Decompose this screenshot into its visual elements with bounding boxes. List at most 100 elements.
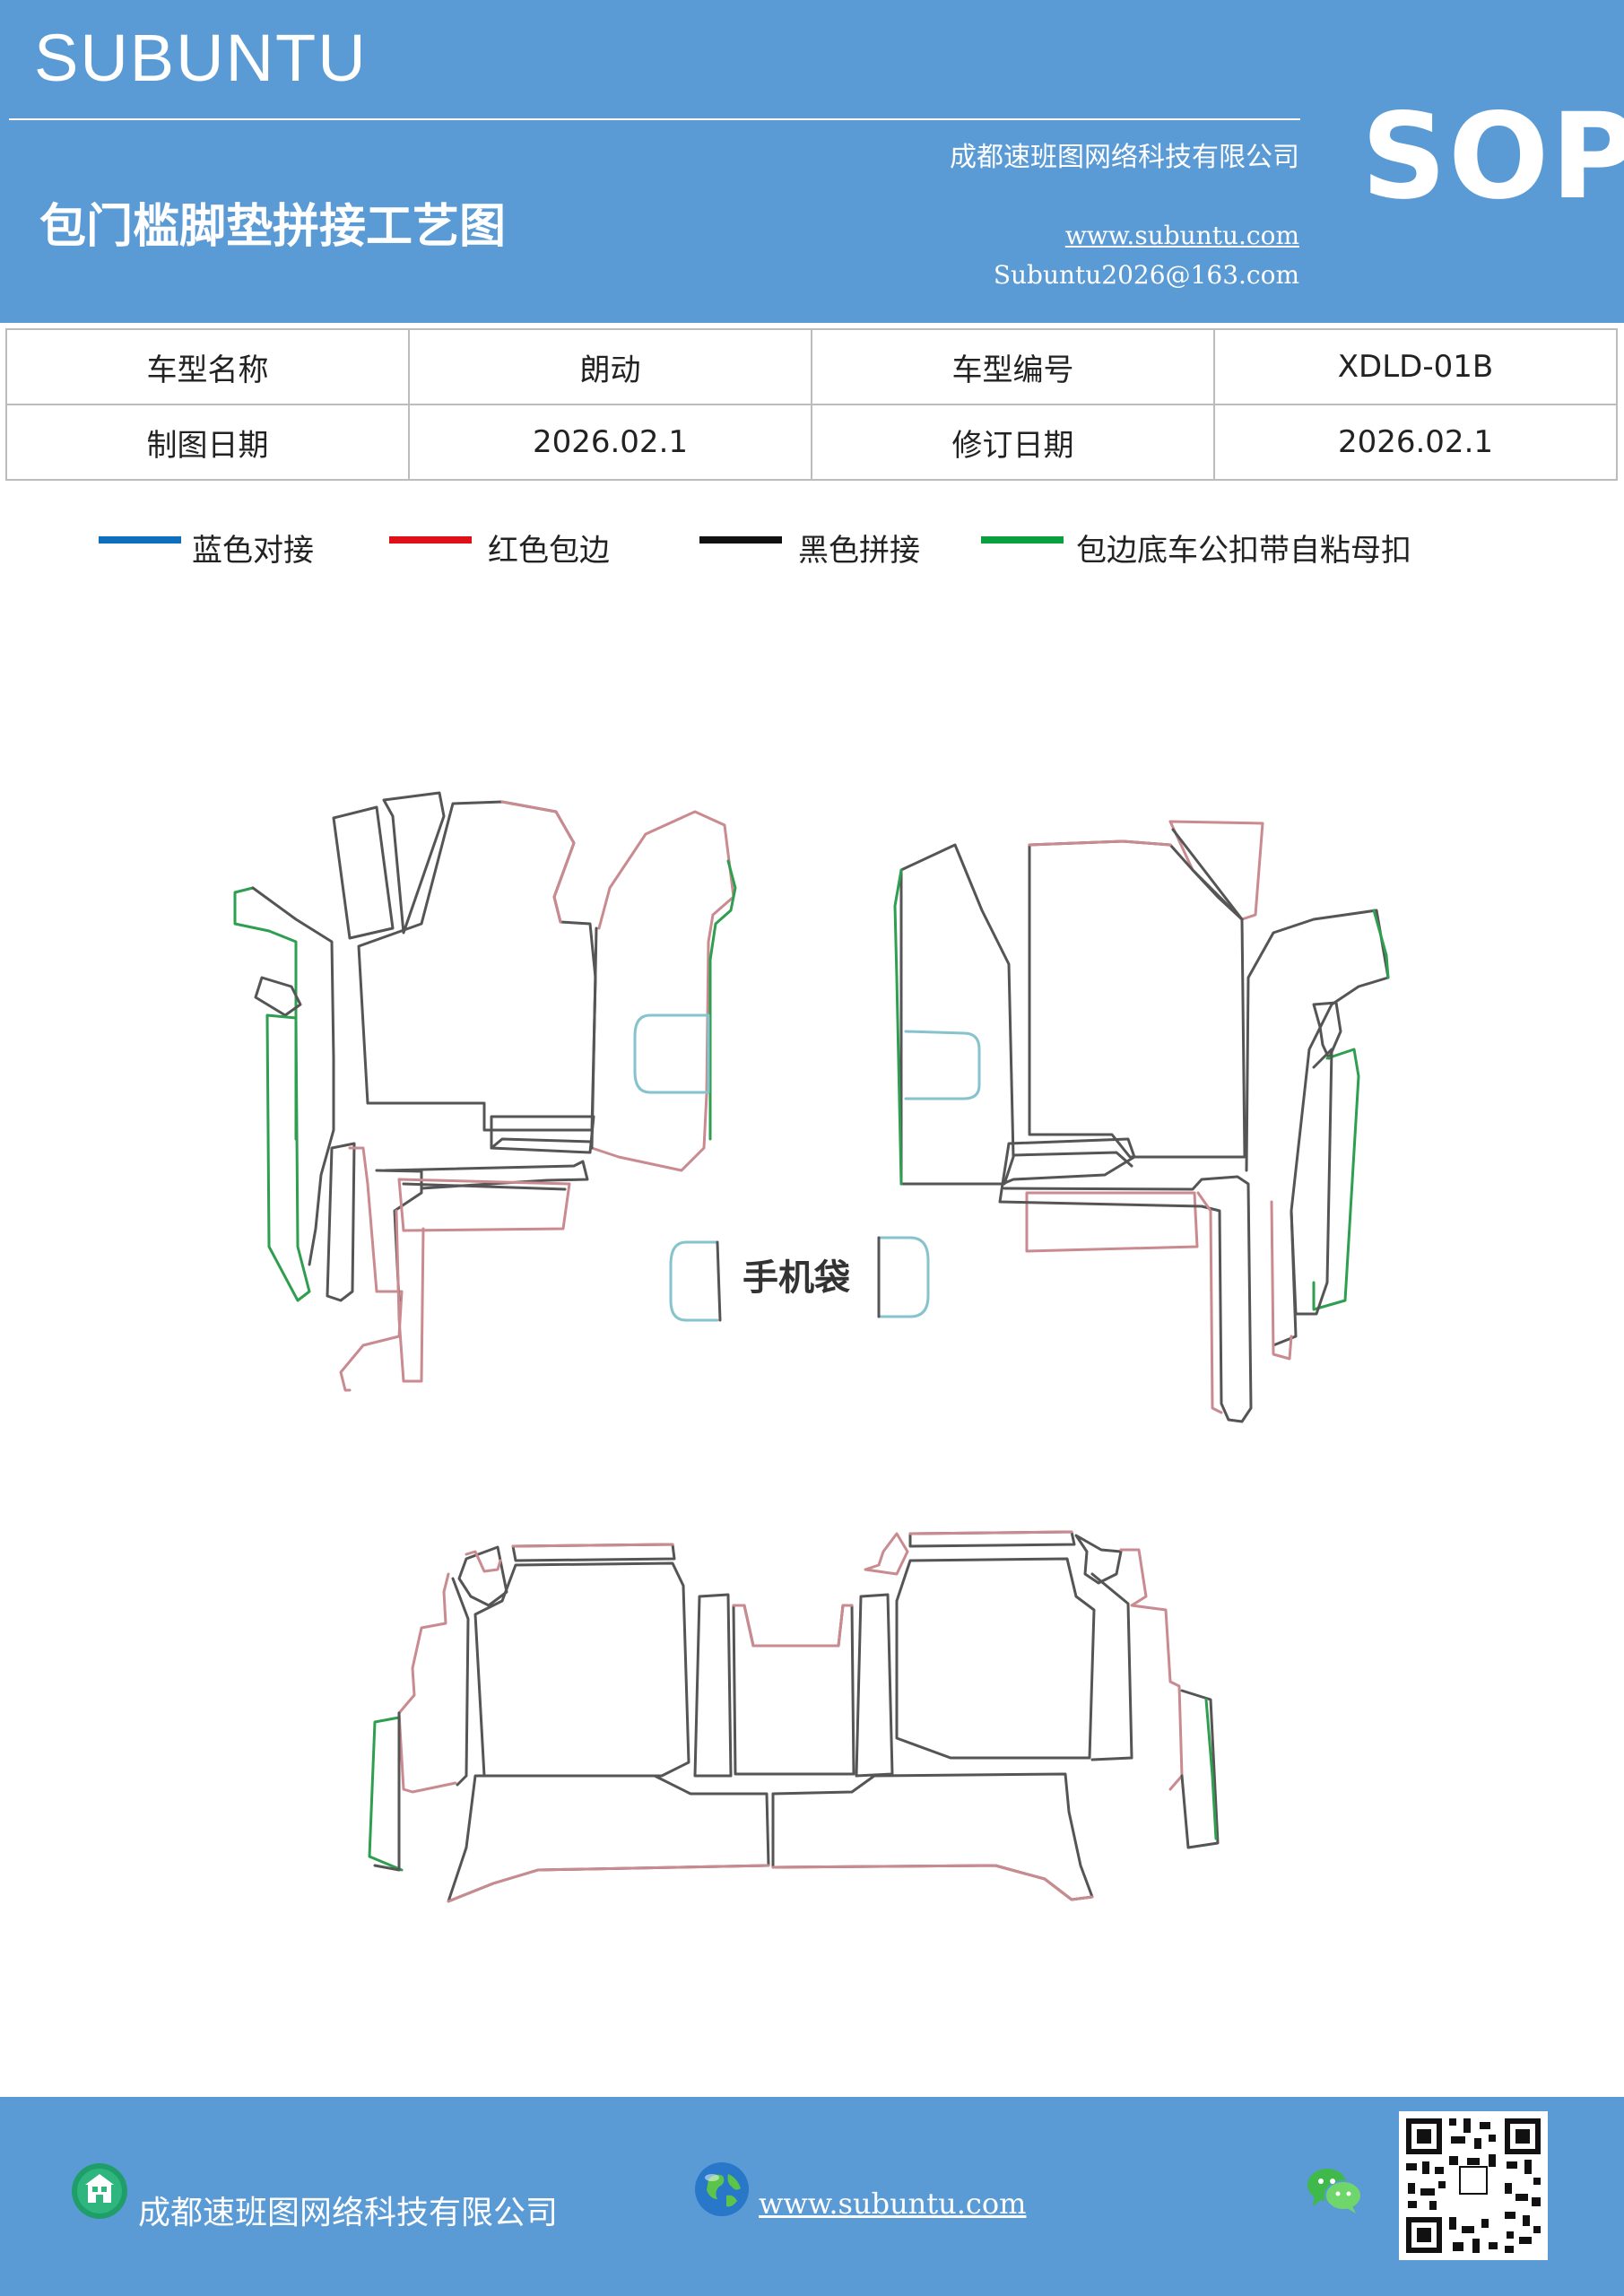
legend-swatch: [99, 536, 181, 544]
mat-piece: [895, 1557, 1096, 1760]
trim-edge: [1168, 820, 1264, 921]
trim-edge: [397, 1572, 457, 1794]
website-link[interactable]: www.subuntu.com: [1064, 221, 1299, 250]
mat-piece: [451, 1577, 470, 1787]
sop-badge: SOP: [1361, 88, 1624, 226]
mat-piece: [490, 1115, 595, 1154]
footer-company-name: 成都速班图网络科技有限公司: [138, 2195, 559, 2231]
trim-edge: [732, 1604, 854, 1648]
phone-pocket: [904, 1030, 981, 1100]
legend: 蓝色对接 红色包边 黑色拼接 包边底车公扣带自粘母扣: [0, 526, 1624, 570]
table-cell: 2026.02.1: [1213, 404, 1618, 481]
mat-piece: [357, 800, 597, 1132]
hook-edge: [1312, 1048, 1360, 1311]
trim-edge: [771, 1864, 1094, 1901]
mat-piece: [1001, 1137, 1136, 1186]
legend-swatch: [389, 536, 472, 544]
hook-edge: [265, 1013, 311, 1302]
header-banner: SUBUNTU 包门槛脚垫拼接工艺图 成都速班图网络科技有限公司 www.sub…: [0, 0, 1624, 323]
mat-piece: [590, 926, 598, 1150]
legend-swatch: [981, 536, 1064, 544]
trim-edge: [908, 1530, 1073, 1535]
mat-piece: [771, 1772, 1094, 1901]
hook-edge: [368, 1716, 404, 1872]
mat-piece: [693, 1593, 733, 1778]
trim-edge: [1196, 1191, 1223, 1414]
trim-edge: [1119, 1548, 1184, 1791]
hook-edge: [233, 886, 298, 1141]
trim-edge: [1028, 839, 1172, 847]
mat-piece: [326, 1142, 356, 1302]
mat-piece: [1028, 839, 1246, 1159]
phone-pocket-group: [669, 1236, 930, 1322]
brand-logo: SUBUNTU: [34, 21, 368, 95]
hook-edge: [893, 868, 903, 1186]
mat-piece: [998, 1175, 1253, 1423]
qr-code: [1399, 2111, 1548, 2260]
mat-piece: [716, 1240, 722, 1322]
hook-edge: [1372, 909, 1390, 979]
legend-label: 蓝色对接: [192, 533, 314, 569]
trim-edge: [864, 1532, 909, 1576]
legend-label: 红色包边: [488, 533, 610, 569]
phone-pocket: [633, 1013, 710, 1094]
mat-piece: [1090, 1572, 1133, 1761]
table-cell: 2026.02.1: [408, 404, 812, 481]
mat-piece: [1074, 1534, 1123, 1585]
table-cell: XDLD-01B: [1213, 328, 1618, 405]
mat-piece: [254, 976, 302, 1017]
legend-label: 黑色拼接: [798, 533, 920, 569]
mat-piece: [373, 1711, 401, 1872]
mat-piece: [382, 791, 446, 935]
mat-piece: [473, 1561, 690, 1778]
trim-edge: [395, 1209, 425, 1383]
mat-piece: [251, 886, 335, 1266]
hook-edge: [1204, 1698, 1218, 1840]
mat-piece: [490, 1137, 594, 1150]
document-title: 包门槛脚垫拼接工艺图: [39, 200, 507, 254]
mat-piece: [732, 1604, 855, 1776]
phone-pocket-label: 手机袋: [743, 1257, 850, 1299]
table-cell: 朗动: [408, 328, 812, 405]
legend-label: 包边底车公扣带自粘母扣: [1076, 533, 1411, 569]
trim-edge: [1025, 1191, 1199, 1253]
mat-piece: [899, 843, 1015, 1186]
mat-piece: [457, 1545, 508, 1607]
mat-piece: [855, 1593, 894, 1778]
footer-website-link[interactable]: www.subuntu.com: [759, 2187, 1027, 2221]
trim-edge: [511, 1543, 674, 1548]
building-icon: [72, 2163, 127, 2219]
trim-edge: [339, 1146, 404, 1392]
floor-mat-diagram: 手机袋: [233, 791, 1390, 1903]
header-divider: [9, 118, 1300, 120]
mat-piece: [1180, 1689, 1220, 1849]
trim-edge: [1270, 1200, 1293, 1361]
globe-icon: [695, 2162, 749, 2216]
table-row: 制图日期 2026.02.1 修订日期 2026.02.1: [5, 404, 1618, 481]
info-table: 车型名称 朗动 车型编号 XDLD-01B 制图日期 2026.02.1 修订日…: [5, 328, 1618, 481]
wechat-icon[interactable]: [1304, 2163, 1363, 2215]
mat-piece: [1012, 1151, 1133, 1168]
trim-edge: [447, 1864, 770, 1903]
phone-pocket: [669, 1240, 719, 1322]
hook-edge: [708, 859, 737, 1141]
rear-mat: [368, 1530, 1220, 1903]
mat-piece: [1245, 909, 1390, 1347]
footer-banner: 成都速班图网络科技有限公司 www.subuntu.com: [0, 2097, 1624, 2296]
table-cell: 车型名称: [5, 328, 410, 405]
mat-piece: [1171, 828, 1244, 921]
table-cell: 制图日期: [5, 404, 410, 481]
table-cell: 车型编号: [811, 328, 1215, 405]
trim-edge: [397, 1178, 571, 1232]
trim-edge: [590, 810, 735, 1172]
trim-edge: [465, 1550, 502, 1573]
email-address: Subuntu2026@163.com: [993, 260, 1299, 290]
phone-pocket: [877, 1236, 930, 1318]
mat-piece: [1290, 1048, 1333, 1316]
right-front-mat: [893, 820, 1390, 1423]
trim-edge: [500, 800, 576, 924]
company-name: 成都速班图网络科技有限公司: [950, 142, 1299, 173]
table-cell: 修订日期: [811, 404, 1215, 481]
mat-piece: [332, 805, 395, 940]
mat-piece: [402, 1182, 567, 1191]
